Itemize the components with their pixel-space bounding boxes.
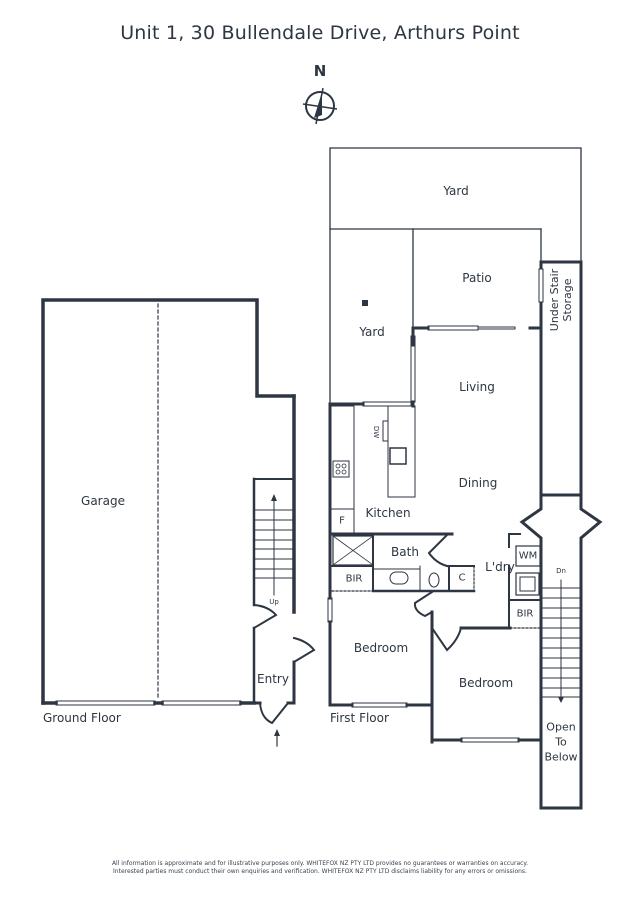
disclaimer-line-2: Interested parties must conduct their ow… — [113, 868, 527, 875]
washing-machine-label: WM — [518, 550, 538, 562]
fridge-label: F — [339, 515, 345, 527]
disclaimer: All information is approximate and for i… — [0, 860, 640, 876]
room-label-patio: Patio — [462, 271, 492, 285]
room-label-open-to-below: Open To Below — [544, 720, 577, 765]
stairs-up-label: Up — [269, 598, 279, 606]
open-line2: To — [555, 735, 567, 749]
room-label-yard-side: Yard — [359, 325, 385, 339]
north-arrow-compass-icon — [302, 87, 338, 125]
room-label-bath: Bath — [391, 545, 419, 559]
room-label-yard-top: Yard — [443, 184, 469, 198]
stairs-down-label: Dn — [556, 567, 566, 575]
dishwasher-label: DW — [372, 425, 380, 439]
room-label-bedroom-2: Bedroom — [458, 676, 514, 690]
ground-floor-label: Ground Floor — [43, 711, 121, 725]
room-label-entry: Entry — [257, 672, 289, 686]
room-label-garage: Garage — [81, 494, 125, 508]
north-compass: N — [300, 62, 340, 132]
room-label-under-stair-storage: Under Stair Storage — [548, 269, 574, 331]
cupboard-label: C — [458, 572, 466, 584]
first-floor-walls — [327, 147, 603, 810]
open-line3: Below — [544, 750, 578, 764]
room-label-bir-right: BIR — [516, 608, 534, 620]
first-floor-label: First Floor — [330, 711, 389, 725]
room-label-bir-left: BIR — [345, 573, 363, 585]
open-line1: Open — [546, 720, 576, 734]
disclaimer-line-1: All information is approximate and for i… — [111, 860, 529, 867]
under-stair-line1: Under Stair — [548, 268, 561, 332]
north-label: N — [313, 62, 327, 80]
room-label-bedroom-1: Bedroom — [353, 641, 409, 655]
room-label-kitchen: Kitchen — [365, 506, 411, 520]
room-label-laundry: L'dry — [485, 560, 515, 574]
room-label-dining: Dining — [458, 476, 498, 490]
room-label-living: Living — [459, 380, 495, 394]
page-title: Unit 1, 30 Bullendale Drive, Arthurs Poi… — [120, 22, 520, 44]
under-stair-line2: Storage — [561, 278, 574, 322]
ground-floor-walls — [41, 298, 316, 747]
